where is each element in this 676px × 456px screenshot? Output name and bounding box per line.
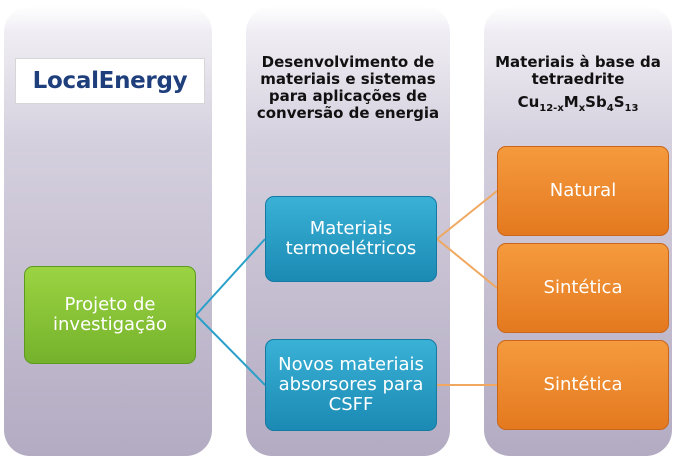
- middle-column-header: Desenvolvimento de materiais e sistemas …: [256, 53, 440, 122]
- logo-text: LocalEnergy: [32, 68, 188, 94]
- node-label: Sintética: [543, 277, 623, 298]
- connector-root-thermo: [195, 238, 266, 316]
- node-label: Novos materiais absorsores para CSFF: [278, 354, 424, 415]
- connector-thermo-natural: [436, 190, 498, 240]
- right-column-title: Materiais à base da tetraedrite: [495, 53, 661, 88]
- right-column-header: Materiais à base da tetraedrite Cu12-xMx…: [486, 54, 670, 117]
- connector-thermo-sintetica: [436, 238, 498, 289]
- node-sintetica-2: Sintética: [497, 340, 669, 430]
- node-label: Sintética: [543, 374, 623, 395]
- node-projeto-investigacao: Projeto de investigação: [24, 266, 196, 364]
- node-label: Natural: [549, 180, 617, 201]
- connector-root-novos: [195, 314, 266, 386]
- node-novos-materiais: Novos materiais absorsores para CSFF: [265, 339, 437, 431]
- node-sintetica-1: Sintética: [497, 243, 669, 333]
- node-label: Projeto de investigação: [53, 294, 167, 335]
- tetrahedrite-formula: Cu12-xMxSb4S13: [517, 93, 639, 115]
- localenergy-logo: LocalEnergy: [15, 58, 205, 104]
- node-materiais-termoeletricos: Materiais termoelétricos: [265, 196, 437, 282]
- node-natural: Natural: [497, 146, 669, 236]
- node-label: Materiais termoelétricos: [285, 218, 417, 259]
